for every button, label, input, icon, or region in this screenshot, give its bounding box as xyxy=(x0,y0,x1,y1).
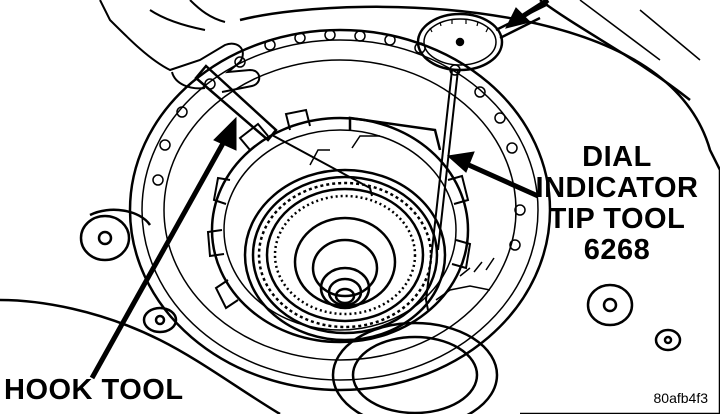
hook-tool-label: HOOK TOOL xyxy=(4,374,184,406)
dial-indicator-tip-tool-label: DIAL INDICATOR TIP TOOL 6268 xyxy=(528,142,706,266)
figure-id: 80afb4f3 xyxy=(653,390,709,406)
hook-tool xyxy=(194,64,373,197)
clutch-drum xyxy=(206,108,472,344)
dial-label-line-2: INDICATOR xyxy=(535,172,699,204)
callout-arrows xyxy=(89,0,550,380)
dial-label-line-1: DIAL xyxy=(582,141,652,173)
bell-housing xyxy=(128,28,552,392)
dial-label-line-3: TIP TOOL xyxy=(548,203,686,235)
clutch-pack xyxy=(243,116,447,342)
dial-label-line-4: 6268 xyxy=(583,234,651,266)
housing-holes xyxy=(152,29,526,251)
hand xyxy=(99,0,261,93)
front-hub xyxy=(331,257,499,414)
